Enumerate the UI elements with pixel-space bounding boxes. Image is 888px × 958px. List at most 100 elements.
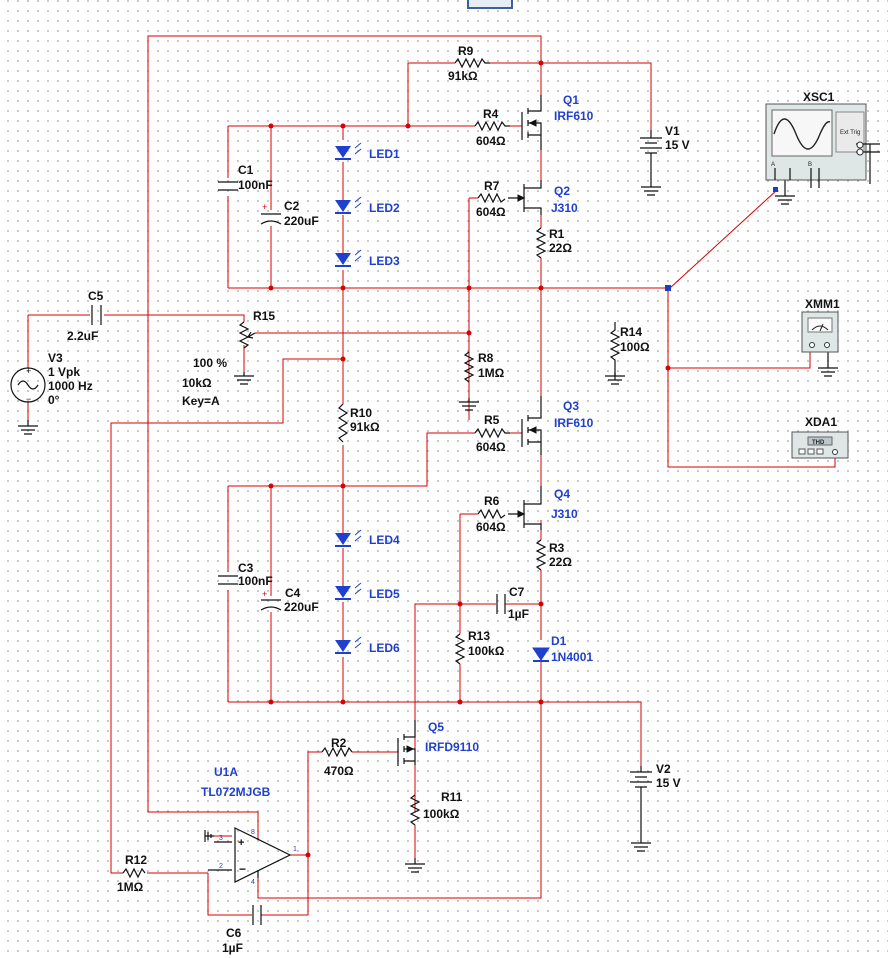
label-R2-ref: R2 [331, 736, 347, 750]
jfet-Q4 [508, 486, 542, 530]
wire [110, 358, 343, 874]
label-R9-value: 91kΩ [448, 69, 478, 83]
ground-icon [405, 858, 425, 873]
label-V3-freq: 1000 Hz [48, 379, 93, 393]
label-V3-ref: V3 [48, 351, 63, 365]
label-R2-value: 470Ω [324, 764, 354, 778]
resistor-R11 [409, 794, 421, 826]
label-R11-value: 100kΩ [423, 807, 460, 821]
junctions [268, 60, 671, 858]
label-R8-ref: R8 [478, 351, 494, 365]
label-XSC1-a: A [771, 162, 775, 168]
label-R13-ref: R13 [468, 629, 490, 643]
label-R7-ref: R7 [484, 179, 500, 193]
capacitor-C1 [218, 181, 238, 191]
resistor-R4 [474, 120, 510, 132]
wire [255, 332, 470, 352]
distortion-analyzer-XDA1[interactable] [791, 431, 849, 459]
label-R15-value: 10kΩ [182, 376, 212, 390]
jfet-Q2 [508, 180, 542, 215]
wire [468, 197, 522, 420]
label-LED5: LED5 [369, 587, 400, 601]
ground-icon [18, 420, 38, 435]
resistor-R2 [321, 746, 353, 758]
resistor-R14 [609, 322, 621, 380]
multimeter-XMM1[interactable] [801, 311, 839, 353]
diode-D1 [532, 647, 550, 662]
led-1-symbol [335, 142, 362, 160]
window-tab[interactable] [467, 0, 513, 9]
capacitor-C7 [496, 594, 506, 614]
wire [407, 62, 652, 130]
label-V2-value: 15 V [656, 776, 681, 790]
ground-icon [459, 398, 479, 411]
label-R3-ref: R3 [549, 541, 565, 555]
label-R11-ref: R11 [441, 790, 463, 804]
svg-text:+: + [238, 837, 244, 849]
svg-text:4: 4 [251, 879, 255, 886]
capacitor-C3 [218, 575, 238, 585]
label-D1-model: 1N4001 [551, 650, 593, 664]
label-R15-ref: R15 [253, 309, 275, 323]
mosfet-Q5 [397, 720, 416, 766]
label-C3-value: 100nF [238, 574, 273, 588]
label-XSC1: XSC1 [803, 90, 835, 104]
label-U1A-model: TL072MJGB [201, 785, 271, 799]
capacitor-C6 [252, 905, 262, 925]
label-C5-value: 2.2uF [67, 329, 98, 343]
label-LED3: LED3 [369, 254, 400, 268]
label-C4-ref: C4 [285, 586, 301, 600]
wire [307, 751, 398, 898]
capacitor-C2 [260, 213, 282, 225]
labels: R9 91kΩ R4 604Ω R7 604Ω R1 22Ω R8 1MΩ R1… [48, 44, 860, 955]
resistor-R5 [474, 427, 510, 439]
label-V2-ref: V2 [656, 762, 671, 776]
svg-text:8: 8 [251, 829, 255, 836]
label-U1A-ref: U1A [214, 765, 238, 779]
label-R12-ref: R12 [125, 853, 147, 867]
led-4-symbol [335, 529, 362, 547]
wire [667, 288, 811, 369]
ground-icon [641, 181, 661, 196]
label-Q1-ref: Q1 [563, 93, 579, 107]
label-D1-ref: D1 [551, 634, 567, 648]
label-R12-value: 1MΩ [117, 880, 144, 894]
oscilloscope-XSC1[interactable] [765, 103, 880, 192]
label-LED6: LED6 [369, 641, 400, 655]
opamp-U1A: + − 3 2 1 8 4 [204, 827, 297, 886]
label-R15-key: Key=A [182, 394, 220, 408]
svg-text:1: 1 [293, 846, 297, 853]
label-R5-ref: R5 [484, 413, 500, 427]
led-3-symbol [335, 249, 362, 267]
label-R3-value: 22Ω [549, 555, 572, 569]
capacitor-C4 [260, 599, 282, 611]
resistor-R7 [477, 192, 506, 204]
label-V3-amp: 1 Vpk [48, 365, 80, 379]
ground-icon [775, 180, 795, 205]
label-R4-ref: R4 [483, 107, 499, 121]
label-C7-ref: C7 [509, 585, 525, 599]
label-C3-ref: C3 [238, 561, 254, 575]
label-R10-ref: R10 [350, 406, 372, 420]
wires [27, 35, 836, 916]
label-R14-ref: R14 [620, 325, 642, 339]
ground-icon [631, 837, 651, 852]
label-C6-ref: C6 [226, 926, 242, 940]
label-LED2: LED2 [369, 201, 400, 215]
led-6-symbol [335, 636, 362, 654]
label-V1-ref: V1 [665, 124, 680, 138]
label-Q4-model: J310 [551, 507, 578, 521]
wire [207, 873, 309, 916]
label-LED4: LED4 [369, 533, 400, 547]
label-XMM1: XMM1 [805, 297, 840, 311]
wire [669, 189, 778, 289]
ac-source-V3: + − [10, 366, 46, 404]
label-R6-value: 604Ω [476, 520, 506, 534]
resistor-R6 [477, 508, 506, 520]
label-R9-ref: R9 [458, 44, 474, 58]
resistor-R12 [122, 867, 146, 879]
label-C6-value: 1µF [222, 941, 243, 955]
label-Q2-model: J310 [551, 201, 578, 215]
label-V3-phase: 0° [48, 393, 60, 407]
wire [667, 368, 836, 468]
